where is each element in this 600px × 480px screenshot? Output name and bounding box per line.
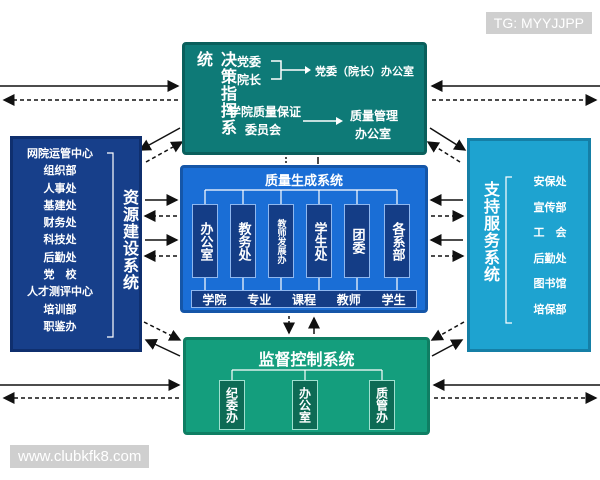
resource-item: 组织部 [43, 164, 77, 178]
support-item: 图书馆 [533, 277, 567, 290]
resource-item: 人事处 [43, 181, 77, 195]
supervision-title: 监督控制系统 [258, 350, 355, 369]
resource-item: 职鉴办 [43, 319, 77, 333]
decision-command-system: 决策指挥系统 党委 院长 党委（院长）办公室 学院质量保证 委员会 质量管理 办… [182, 42, 427, 155]
supervision-col-quality-office: 质管办 [369, 380, 395, 430]
party-office-connector [271, 60, 311, 80]
quality-level: 学院 [202, 292, 227, 307]
resource-item: 后勤处 [43, 250, 77, 264]
resource-item: 培训部 [43, 302, 77, 316]
quality-col-departments: 各系部 [384, 204, 410, 278]
resource-building-system: 网院运管中心 组织部 人事处 基建处 财务处 科技处 后勤处 党 校 人才测评中… [10, 136, 142, 352]
quality-level: 课程 [291, 292, 316, 307]
arrow-decision-resource-dashed [145, 141, 184, 163]
watermark-bottom: www.clubkfk8.com [10, 445, 150, 468]
quality-col-teacher-development: 教师发展办 [268, 204, 294, 278]
resource-item: 人才测评中心 [27, 285, 93, 299]
support-title: 支持服务系统 [481, 181, 500, 283]
party-office-label: 党委（院长）办公室 [315, 65, 414, 78]
arrow-resource-supervision-dashed [143, 321, 182, 341]
president-label: 院长 [237, 73, 262, 87]
party-committee-label: 党委 [237, 55, 262, 69]
resource-item: 科技处 [43, 233, 77, 247]
quality-generation-system: 质量生成系统 办公室 教务处 教师发展办 学生处 团委 各系部 学院 专业 课程… [180, 165, 428, 313]
resource-bracket [107, 152, 114, 338]
resource-item: 网院运管中心 [27, 147, 93, 160]
quality-col-office: 办公室 [192, 204, 218, 278]
arrow-support-supervision-dashed [430, 321, 465, 341]
arrow-decision-support-solid [429, 127, 467, 151]
decision-title: 决策指挥系统 [194, 51, 237, 136]
watermark-top: TG: MYYJJPP [485, 12, 592, 34]
arrow-supervision-resource-solid [144, 339, 181, 357]
qm-office-line1: 质量管理 [350, 109, 399, 123]
quality-level: 教师 [336, 292, 361, 307]
support-item: 后勤处 [533, 251, 567, 265]
arrow-decision-support-dashed [426, 141, 461, 163]
resource-item: 财务处 [43, 216, 77, 230]
supervision-col-discipline-office: 纪委办 [219, 380, 245, 430]
quality-connector [204, 189, 398, 290]
resource-list: 网院运管中心 组织部 人事处 基建处 财务处 科技处 后勤处 党 校 人才测评中… [13, 145, 107, 335]
supervision-control-system: 监督控制系统 纪委办 办公室 质管办 [183, 337, 430, 435]
resource-item: 党 校 [43, 268, 77, 282]
arrow-decision-resource-solid [138, 127, 181, 151]
quality-col-youth-league: 团委 [344, 204, 370, 278]
support-list: 安保处 宣传部 工 会 后勤处 图书馆 培保部 [514, 169, 586, 322]
quality-levels-bar: 学院 专业 课程 教师 学生 [191, 290, 417, 308]
arrow-supervision-support-solid [431, 339, 464, 357]
quality-level: 学生 [381, 292, 406, 307]
supervision-connector [231, 369, 383, 380]
supervision-col-office: 办公室 [292, 380, 318, 430]
resource-item: 基建处 [43, 198, 77, 212]
resource-title: 资源建设系统 [120, 189, 139, 291]
support-bracket [505, 176, 512, 324]
qa-committee-line2: 委员会 [245, 123, 282, 137]
support-item: 宣传部 [533, 200, 567, 214]
support-service-system: 支持服务系统 安保处 宣传部 工 会 后勤处 图书馆 培保部 [467, 138, 591, 352]
qa-committee-line1: 学院质量保证 [229, 105, 302, 119]
quality-level: 专业 [247, 292, 272, 307]
quality-title: 质量生成系统 [264, 174, 343, 189]
quality-col-student-affairs: 学生处 [306, 204, 332, 278]
quality-col-academic-affairs: 教务处 [230, 204, 256, 278]
support-item: 培保部 [533, 302, 567, 316]
support-item: 工 会 [533, 226, 567, 239]
qm-office-line2: 办公室 [355, 127, 392, 141]
qa-office-connector [303, 117, 343, 125]
support-item: 安保处 [533, 175, 567, 188]
